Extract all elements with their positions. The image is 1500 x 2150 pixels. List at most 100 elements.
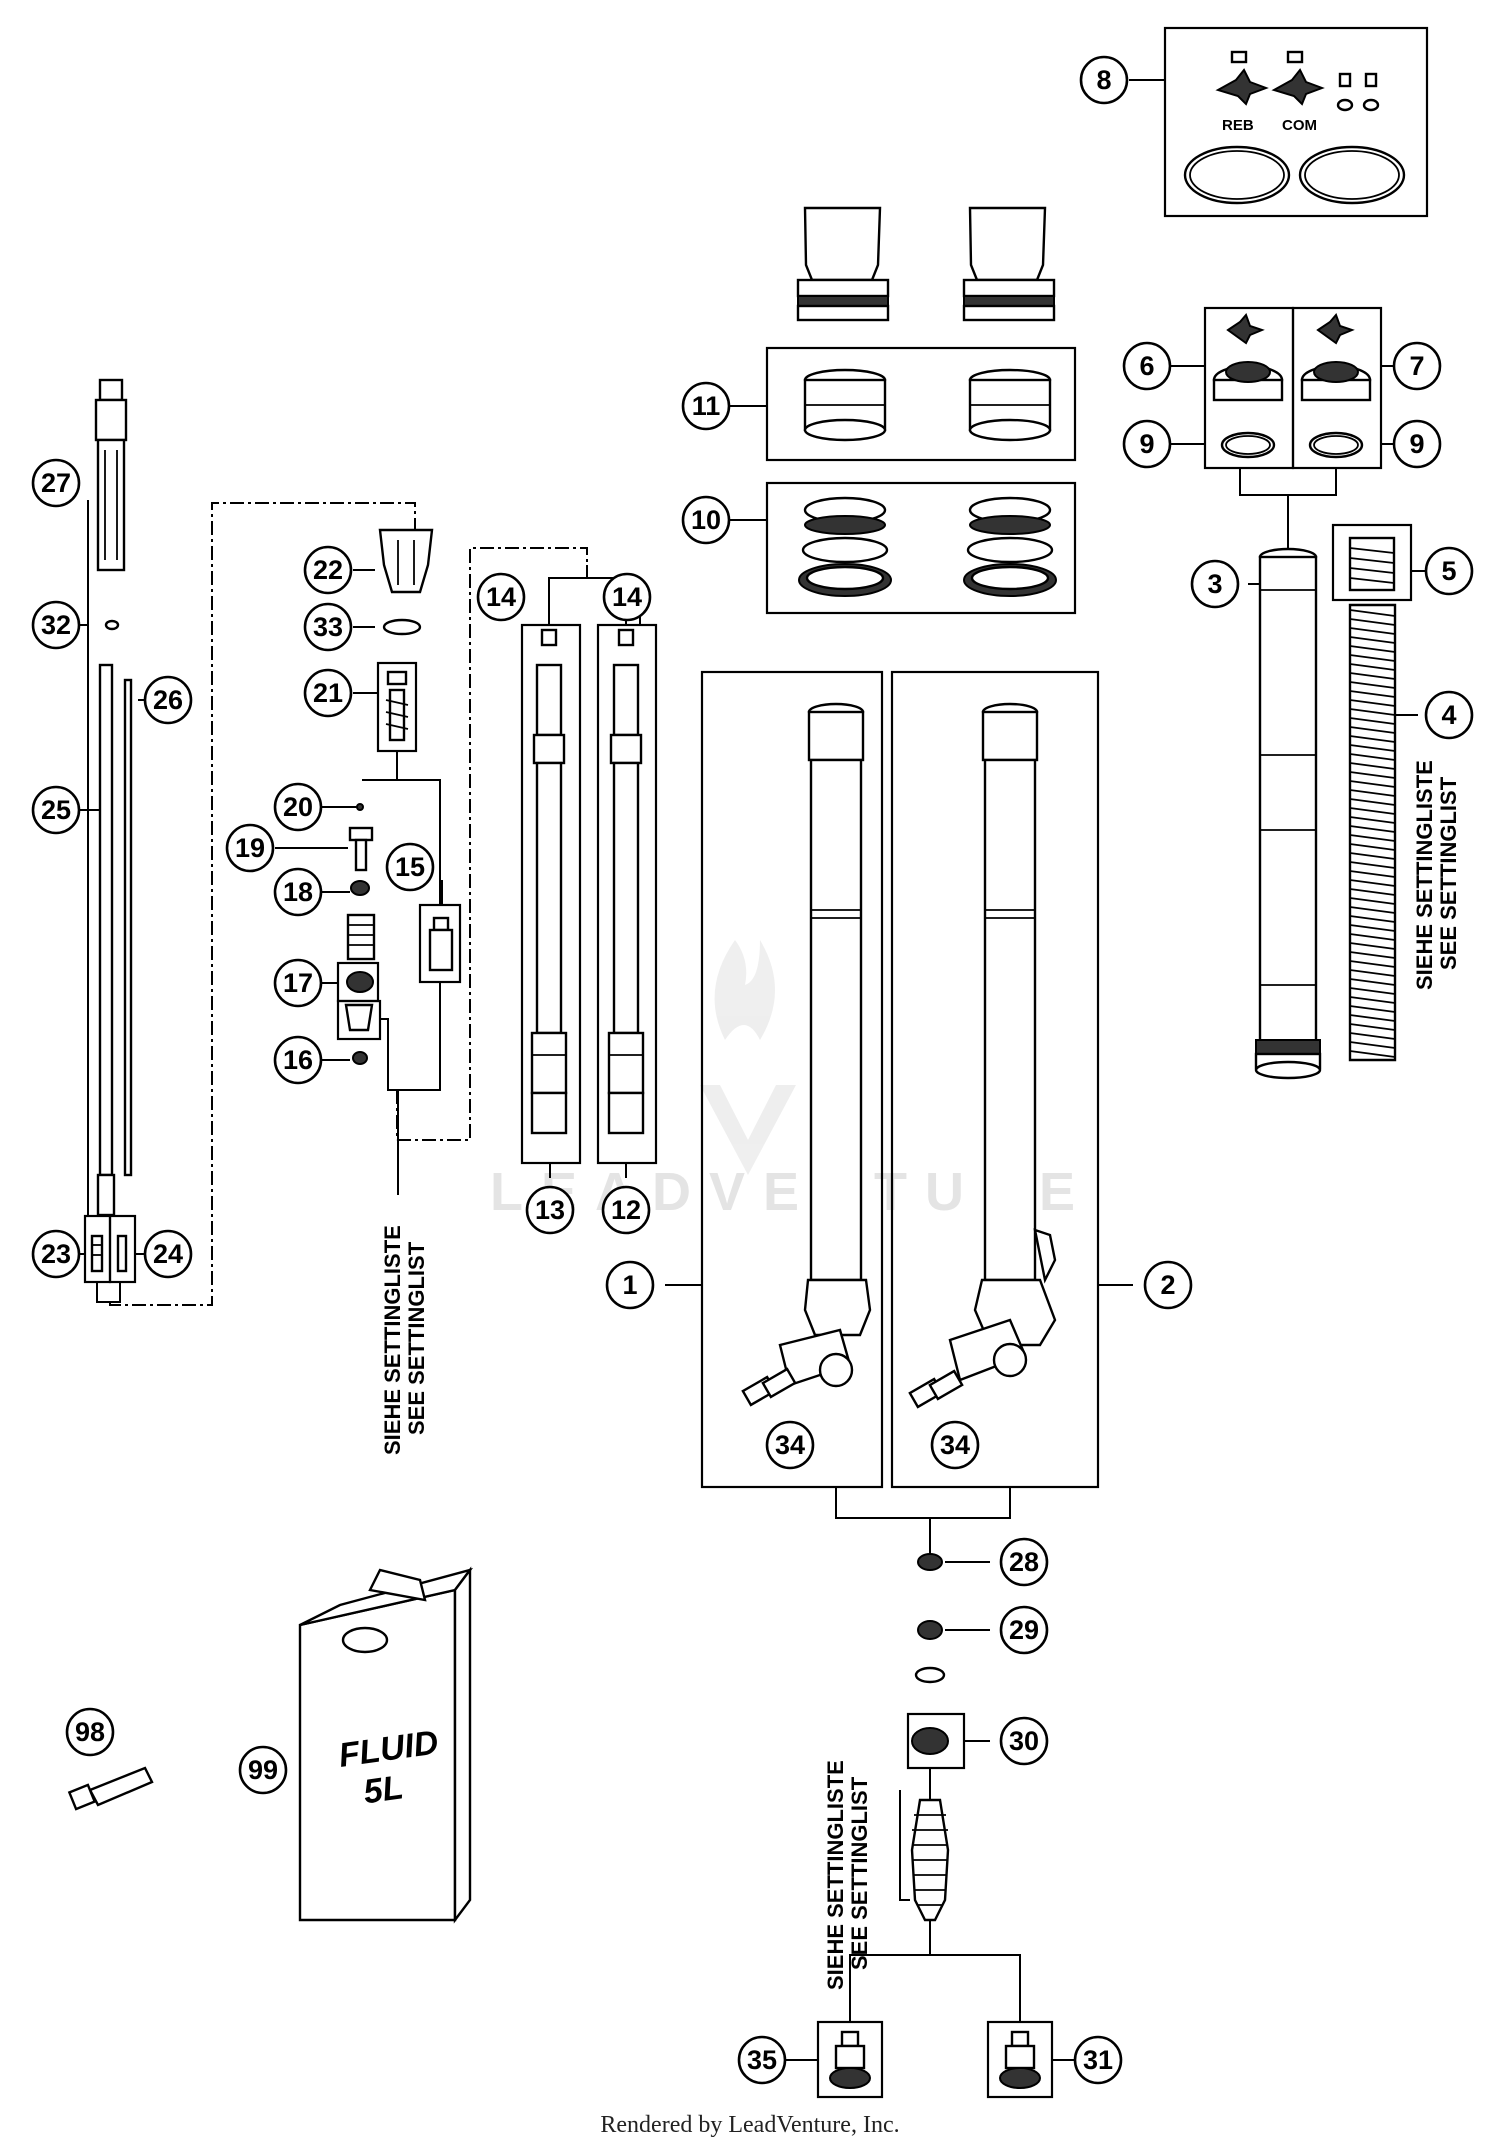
spring-coil	[1349, 924, 1396, 932]
callout-22: 22	[303, 545, 353, 595]
callout-number: 11	[692, 391, 721, 421]
note-setting-bottom: SIEHE SETTINGLISTE SEE SETTINGLIST	[823, 1760, 872, 1990]
callout-circle	[273, 782, 323, 832]
callout-number: 34	[940, 1430, 970, 1460]
callout-99: 99	[238, 1745, 288, 1795]
callout-21: 21	[303, 668, 353, 718]
part-29-nut	[917, 1620, 943, 1640]
callout-number: 5	[1441, 556, 1456, 586]
dashed-group-lines	[109, 502, 588, 1306]
callout-circle	[525, 1185, 575, 1235]
spring-coil	[1349, 825, 1396, 833]
callout-number: 13	[535, 1195, 565, 1225]
spring-coil	[1349, 987, 1396, 995]
spring-coil	[1349, 1023, 1396, 1031]
callout-circle	[1424, 690, 1474, 740]
callout-5: 5	[1424, 546, 1474, 596]
callout-27: 27	[31, 458, 81, 508]
callout-circle	[31, 458, 81, 508]
callout-circle	[385, 842, 435, 892]
footer-credit: Rendered by LeadVenture, Inc.	[600, 2112, 900, 2138]
leadventure-logo-icon	[700, 940, 796, 1175]
callout-number: 30	[1009, 1726, 1039, 1756]
callout-1: 1	[605, 1260, 655, 1310]
callout-25: 25	[31, 785, 81, 835]
spring-coil	[1349, 906, 1396, 914]
callout-number: 29	[1009, 1615, 1039, 1645]
box-10	[765, 481, 1077, 615]
callout-circle	[303, 668, 353, 718]
callout-number: 14	[486, 582, 516, 612]
spring-coil	[1349, 951, 1396, 959]
callout-9: 9	[1392, 419, 1442, 469]
spring-coil	[1349, 735, 1396, 743]
part-stack-17	[344, 913, 376, 1032]
spring-coil	[1349, 861, 1396, 869]
note-setting-bottom-de: SIEHE SETTINGLISTE	[823, 1760, 848, 1990]
callout-circle	[999, 1537, 1049, 1587]
callout-19: 19	[225, 823, 275, 873]
spring-coil	[1349, 915, 1396, 923]
callout-3: 3	[1190, 559, 1240, 609]
box-24	[108, 1214, 137, 1284]
callout-33: 33	[303, 602, 353, 652]
part-99-fluid-can: FLUID 5L	[298, 1566, 474, 1924]
part-16-nut	[352, 1051, 368, 1065]
callout-number: 20	[283, 792, 313, 822]
part-15-piston	[428, 916, 454, 972]
callout-10: 10	[681, 495, 731, 545]
spring-coil	[1349, 672, 1396, 680]
callout-number: 8	[1096, 65, 1111, 95]
spring-coil	[1349, 771, 1396, 779]
spring-coil	[1349, 717, 1396, 725]
callout-circle	[31, 785, 81, 835]
note-setting-right-en: SEE SETTINGLIST	[1436, 776, 1461, 970]
part-4-spring	[1348, 603, 1397, 1062]
callout-14: 14	[476, 572, 526, 622]
spring-coil	[1349, 708, 1396, 716]
callout-circle	[1122, 419, 1172, 469]
callout-number: 26	[153, 685, 183, 715]
callout-number: 16	[283, 1045, 313, 1075]
com-label: COM	[1282, 117, 1317, 134]
callout-number: 21	[313, 678, 343, 708]
spring-coil	[1349, 1050, 1396, 1058]
leader-lines	[80, 79, 1427, 2061]
part-23-valve	[90, 1234, 104, 1273]
callout-circle	[930, 1420, 980, 1470]
callout-number: 18	[283, 877, 313, 907]
callout-circle	[238, 1745, 288, 1795]
callout-circle	[476, 572, 526, 622]
callout-circle	[31, 1229, 81, 1279]
callout-26: 26	[143, 675, 193, 725]
callout-number: 35	[747, 2045, 777, 2075]
part-27-tool	[94, 378, 128, 572]
part-8-adjuster-kit: REB COM	[1183, 50, 1406, 205]
note-setting-right-de: SIEHE SETTINGLISTE	[1412, 760, 1437, 990]
callout-circle	[1392, 341, 1442, 391]
spring-coil	[1349, 690, 1396, 698]
callout-number: 23	[41, 1239, 71, 1269]
callout-number: 9	[1139, 429, 1154, 459]
spring-coil	[1349, 789, 1396, 797]
spring-coil	[1349, 960, 1396, 968]
callout-number: 9	[1409, 429, 1424, 459]
box-1	[700, 670, 884, 1489]
part-6-7-caps	[1212, 313, 1372, 459]
callout-circle	[1122, 341, 1172, 391]
callout-number: 14	[612, 582, 642, 612]
callout-circle	[999, 1716, 1049, 1766]
callout-number: 27	[41, 468, 71, 498]
part-35-base-valve	[829, 2030, 871, 2089]
callout-23: 23	[31, 1229, 81, 1279]
callout-number: 12	[611, 1195, 641, 1225]
spring-coil	[1349, 843, 1396, 851]
callout-circle	[31, 600, 81, 650]
part-11-bushings	[803, 368, 1052, 442]
callout-6: 6	[1122, 341, 1172, 391]
spring-coil	[1349, 807, 1396, 815]
callout-number: 15	[395, 852, 425, 882]
spring-coil	[1349, 780, 1396, 788]
spring-coil	[1349, 816, 1396, 824]
callout-number: 24	[153, 1239, 183, 1269]
